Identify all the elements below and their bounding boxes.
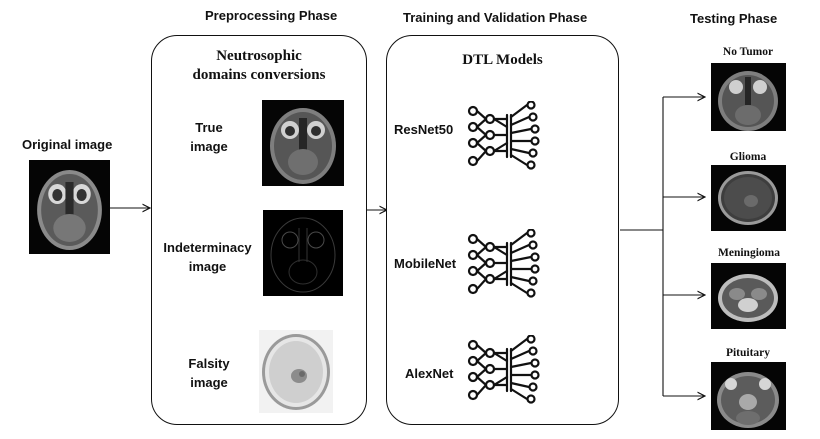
class-label-glioma: Glioma bbox=[729, 151, 767, 163]
training-phase-header: Training and Validation Phase bbox=[403, 10, 588, 25]
falsity-image-label-line1: Falsity bbox=[188, 356, 230, 371]
neural-network-icon bbox=[467, 335, 547, 407]
preprocessing-title-line2: domains conversions bbox=[192, 67, 326, 83]
preprocessing-title-line1: Neutrosophic bbox=[216, 48, 302, 64]
indeterminacy-image-label: Indeterminacy image bbox=[155, 238, 260, 276]
original-mri-image bbox=[29, 160, 110, 254]
model-label-mobilenet: MobileNet bbox=[394, 256, 457, 271]
neural-network-icon bbox=[467, 101, 547, 173]
falsity-image-label-line2: image bbox=[190, 375, 228, 390]
true-image-label-line2: image bbox=[190, 139, 228, 154]
falsity-image-label: Falsity image bbox=[172, 354, 246, 392]
pituitary-mri-image bbox=[711, 362, 786, 430]
true-image-label-line1: True bbox=[195, 120, 223, 135]
indeterminacy-image-thumb bbox=[263, 210, 343, 296]
original-image-label: Original image bbox=[22, 137, 113, 152]
indeterminacy-image-label-line2: image bbox=[188, 259, 227, 274]
class-label-no-tumor: No Tumor bbox=[722, 46, 774, 58]
neural-network-icon-svg bbox=[467, 335, 540, 404]
meningioma-mri-image bbox=[711, 263, 786, 329]
model-label-alexnet: AlexNet bbox=[405, 366, 454, 381]
testing-phase-header: Testing Phase bbox=[690, 11, 778, 26]
class-label-meningioma: Meningioma bbox=[718, 247, 780, 259]
model-label-resnet50: ResNet50 bbox=[394, 122, 454, 137]
neural-network-icon-svg bbox=[467, 229, 540, 298]
indeterminacy-image-label-line1: Indeterminacy bbox=[163, 240, 252, 255]
training-panel-title: DTL Models bbox=[462, 52, 543, 68]
true-image-thumb bbox=[262, 100, 344, 186]
preprocessing-phase-header: Preprocessing Phase bbox=[205, 8, 338, 23]
falsity-image-thumb bbox=[259, 330, 333, 413]
neural-network-icon bbox=[467, 229, 547, 301]
class-label-pituitary: Pituitary bbox=[725, 347, 771, 359]
glioma-mri-image bbox=[711, 165, 786, 231]
preprocessing-panel-title: Neutrosophic domains conversions bbox=[151, 47, 367, 85]
true-image-label: True image bbox=[172, 118, 246, 156]
neural-network-icon-svg bbox=[467, 101, 540, 170]
no-tumor-mri-image bbox=[711, 63, 786, 131]
training-panel bbox=[386, 35, 619, 425]
